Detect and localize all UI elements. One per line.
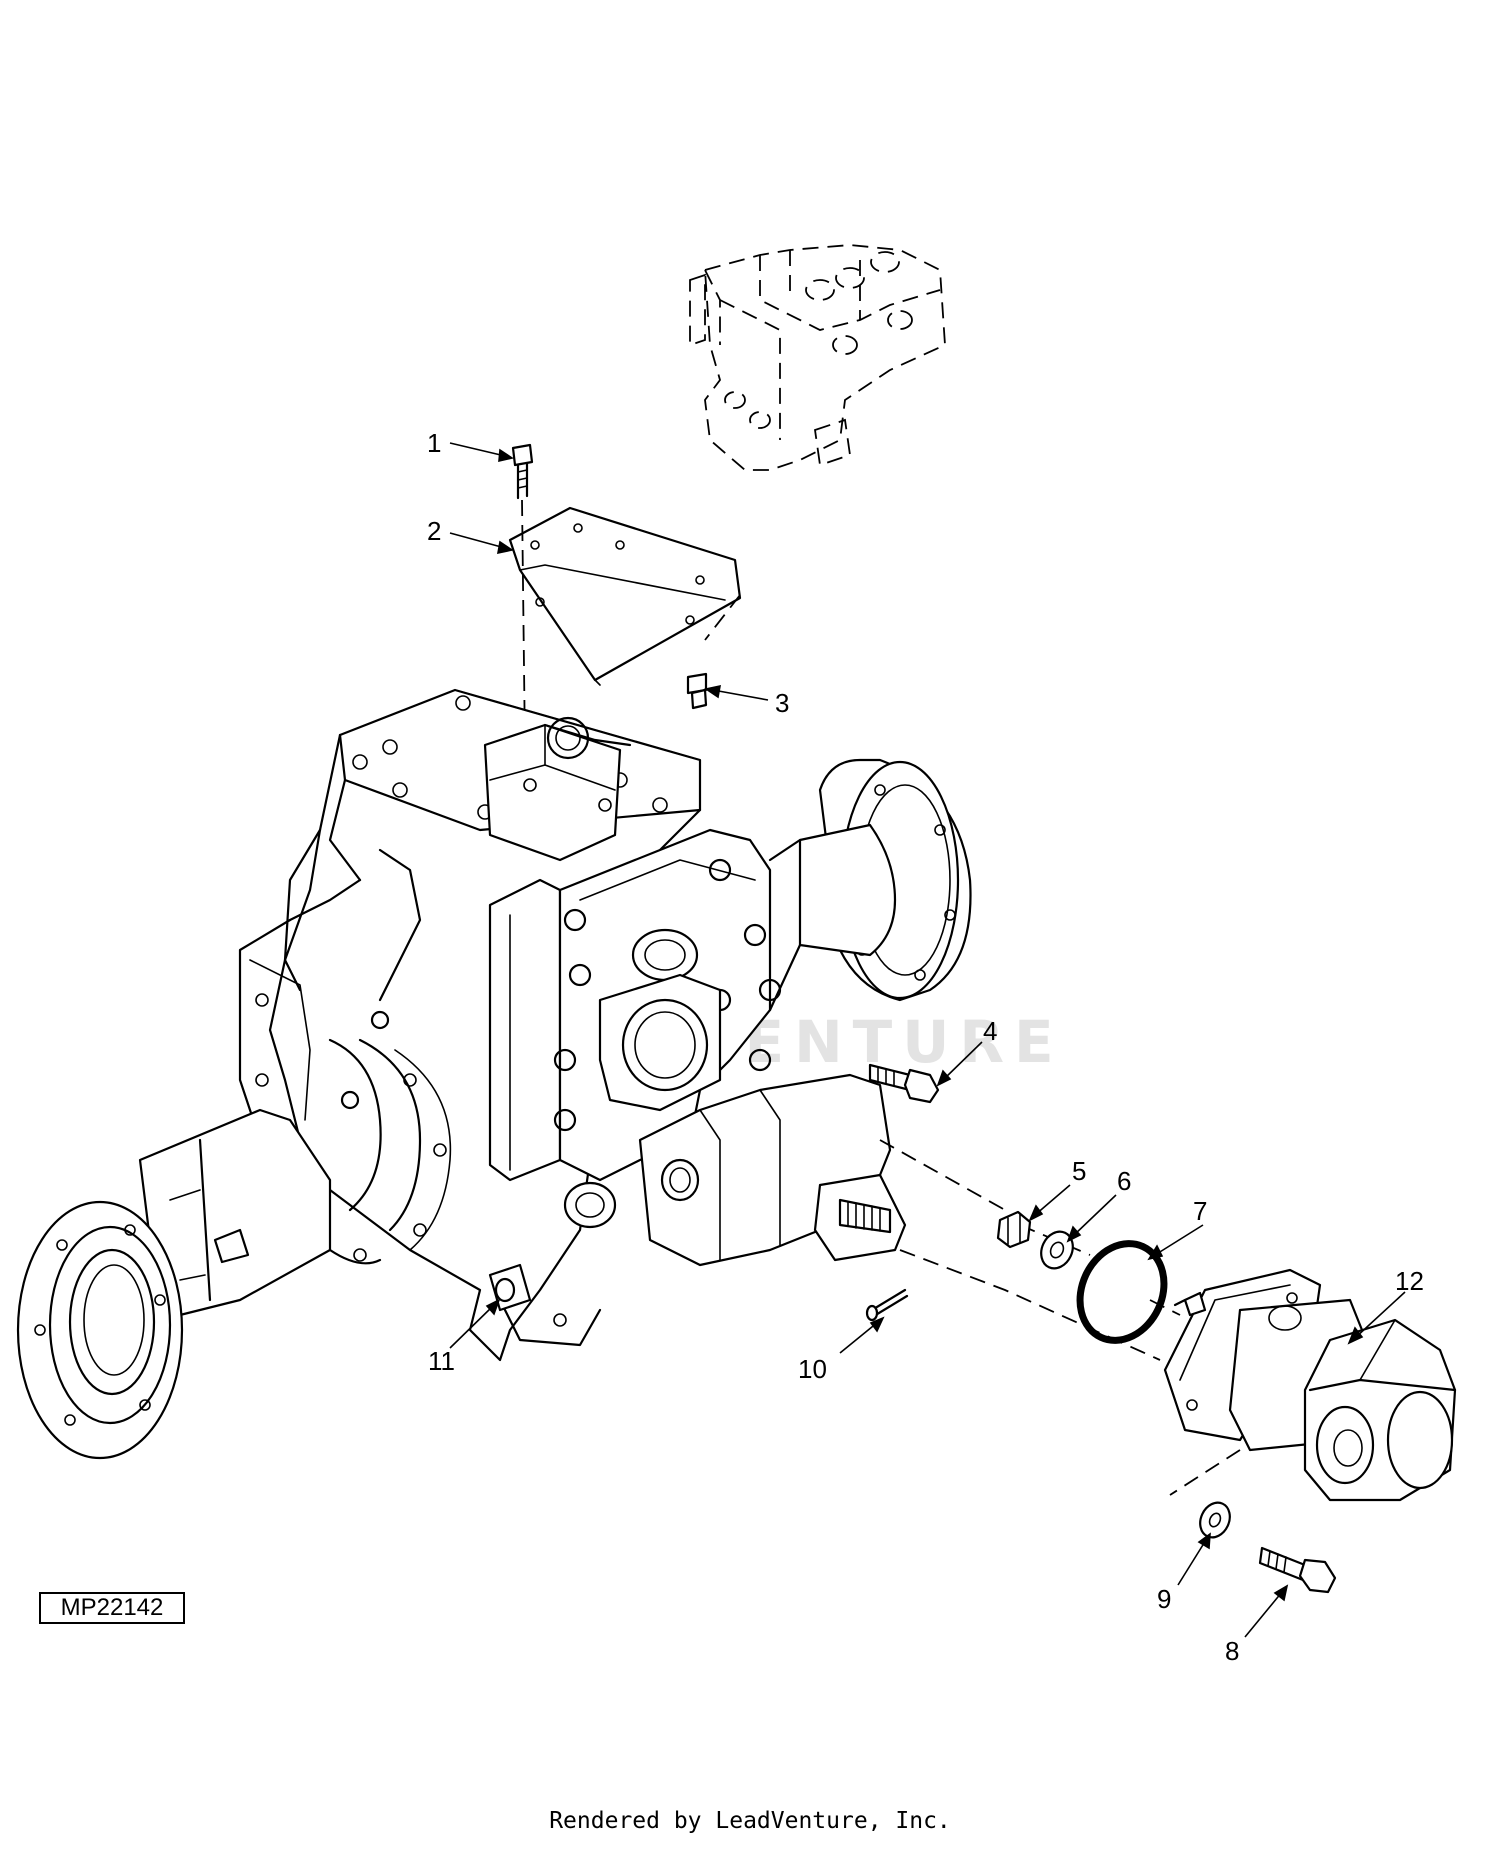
svg-text:9: 9 bbox=[1157, 1584, 1171, 1614]
left-axle-assembly bbox=[16, 1108, 382, 1460]
part-12-hydraulic-motor bbox=[1163, 1268, 1457, 1502]
svg-text:12: 12 bbox=[1395, 1266, 1424, 1296]
svg-text:10: 10 bbox=[798, 1354, 827, 1384]
callout-10: 10 bbox=[798, 1316, 885, 1384]
svg-text:7: 7 bbox=[1193, 1196, 1207, 1226]
callout-1: 1 bbox=[427, 428, 514, 463]
part-7-o-ring bbox=[1076, 1240, 1168, 1344]
part-8-flange-bolt bbox=[1258, 1546, 1337, 1594]
callout-7: 7 bbox=[1147, 1196, 1207, 1261]
part-3-screw bbox=[686, 672, 708, 710]
rendered-by-footer: Rendered by LeadVenture, Inc. bbox=[549, 1808, 951, 1834]
part-1-cap-screw bbox=[511, 443, 534, 500]
svg-text:11: 11 bbox=[428, 1346, 455, 1376]
callout-3: 3 bbox=[703, 684, 789, 718]
callout-2: 2 bbox=[427, 516, 515, 555]
callout-12: 12 bbox=[1347, 1266, 1424, 1345]
control-valve-phantom bbox=[689, 244, 946, 471]
callout-11: 11 bbox=[428, 1298, 501, 1376]
part-4-cap-screw bbox=[868, 1063, 940, 1104]
right-axle-flange bbox=[768, 758, 972, 1012]
svg-text:5: 5 bbox=[1072, 1156, 1086, 1186]
callout-9: 9 bbox=[1157, 1532, 1211, 1614]
callout-5: 5 bbox=[1028, 1156, 1086, 1222]
svg-text:2: 2 bbox=[427, 516, 441, 546]
reference-code-label: MP22142 bbox=[39, 1592, 185, 1624]
svg-text:8: 8 bbox=[1225, 1636, 1239, 1666]
callout-6: 6 bbox=[1066, 1166, 1131, 1243]
callout-4: 4 bbox=[936, 1016, 997, 1087]
part-10-cotter-pin bbox=[865, 1288, 909, 1322]
part-6-washer bbox=[1040, 1230, 1074, 1270]
part-9-washer bbox=[1199, 1501, 1231, 1539]
transmission-housing bbox=[238, 688, 907, 1362]
callout-8: 8 bbox=[1225, 1584, 1289, 1666]
svg-text:3: 3 bbox=[775, 688, 789, 718]
part-5-nut bbox=[996, 1210, 1032, 1249]
part-2-cover-plate bbox=[508, 506, 742, 686]
svg-text:4: 4 bbox=[983, 1016, 997, 1046]
svg-text:1: 1 bbox=[427, 428, 441, 458]
svg-text:6: 6 bbox=[1117, 1166, 1131, 1196]
